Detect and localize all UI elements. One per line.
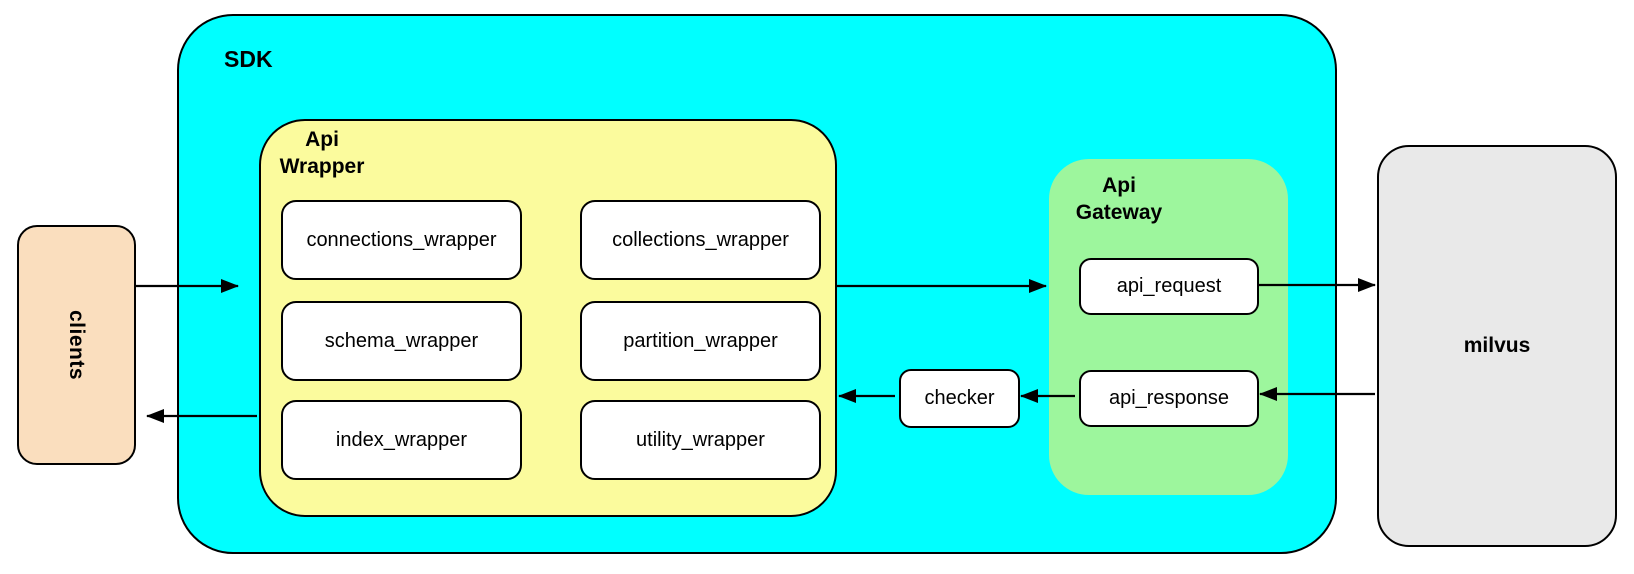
node-checker-label: checker xyxy=(924,387,995,409)
node-index-wrapper: index_wrapper xyxy=(281,400,522,480)
sdk-container: SDK Api Wrapper connections_wrapper coll… xyxy=(177,14,1337,554)
node-collections-wrapper: collections_wrapper xyxy=(580,200,821,280)
api-wrapper-title-line2: Wrapper xyxy=(279,155,365,179)
node-schema-wrapper: schema_wrapper xyxy=(281,301,522,381)
api-gateway-title-line2: Gateway xyxy=(1075,201,1163,225)
api-gateway-title: Api Gateway xyxy=(1064,172,1174,227)
node-checker: checker xyxy=(899,369,1020,428)
api-gateway-title-line1: Api xyxy=(1102,174,1136,197)
node-api-request: api_request xyxy=(1079,258,1259,315)
api-wrapper-title-line1: Api xyxy=(305,128,339,151)
node-partition-wrapper: partition_wrapper xyxy=(580,301,821,381)
node-collections-wrapper-label: collections_wrapper xyxy=(612,228,789,251)
node-connections-wrapper: connections_wrapper xyxy=(281,200,522,280)
node-index-wrapper-label: index_wrapper xyxy=(335,428,468,451)
node-api-response-label: api_response xyxy=(1108,387,1230,409)
node-clients-label: clients xyxy=(65,309,89,381)
sdk-label: SDK xyxy=(224,46,273,72)
node-clients: clients xyxy=(17,225,136,465)
node-partition-wrapper-label: partition_wrapper xyxy=(623,329,778,352)
node-utility-wrapper: utility_wrapper xyxy=(580,400,821,480)
api-gateway-container: Api Gateway api_request api_response xyxy=(1049,159,1288,495)
node-api-response: api_response xyxy=(1079,370,1259,427)
api-wrapper-container: Api Wrapper connections_wrapper collecti… xyxy=(259,119,837,517)
node-utility-wrapper-label: utility_wrapper xyxy=(636,428,765,451)
node-milvus-label: milvus xyxy=(1463,334,1531,357)
node-schema-wrapper-label: schema_wrapper xyxy=(324,329,479,352)
node-connections-wrapper-label: connections_wrapper xyxy=(306,228,497,251)
api-wrapper-title: Api Wrapper xyxy=(269,126,375,181)
node-api-request-label: api_request xyxy=(1116,275,1222,297)
node-milvus: milvus xyxy=(1377,145,1617,547)
